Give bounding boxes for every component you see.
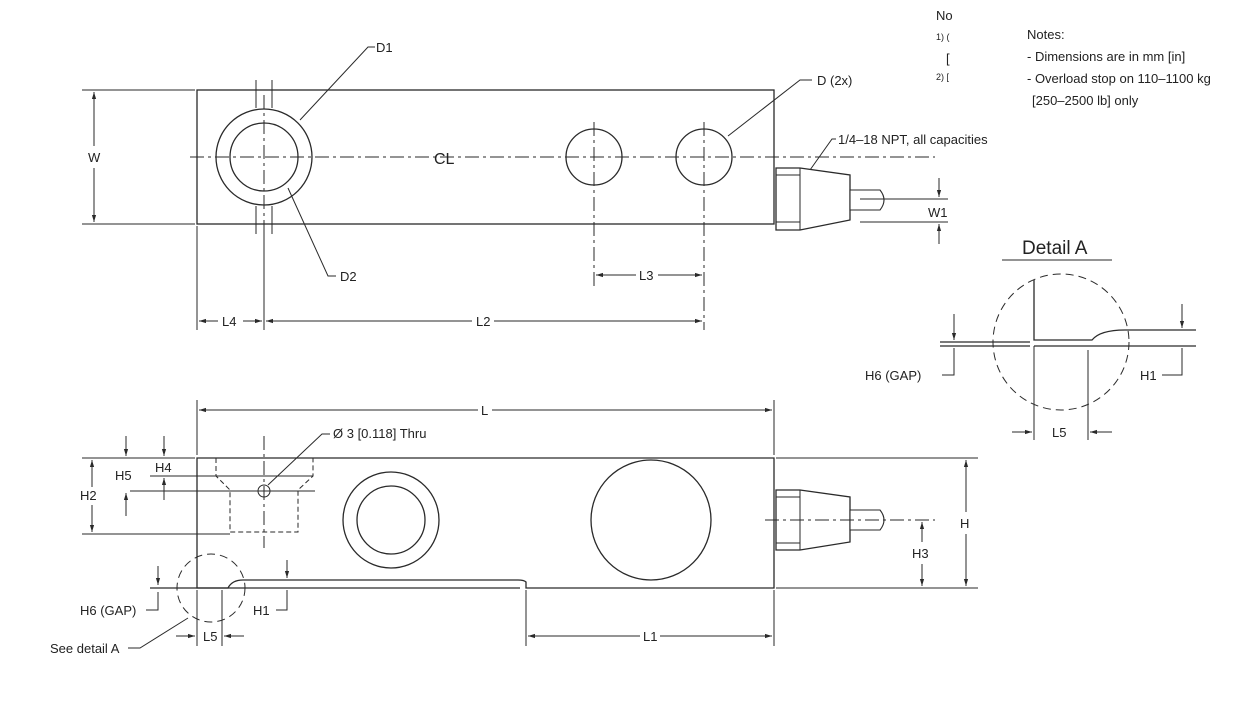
note-2-marker: 2) [ — [936, 72, 950, 82]
notes-block: No 1) ( [ 2) [ Notes: - Dimensions are i… — [936, 8, 1211, 108]
l3-label: L3 — [639, 268, 653, 283]
top-connector — [775, 167, 851, 231]
note-item-3: [250–2500 lb] only — [1032, 93, 1139, 108]
h-label: H — [960, 516, 969, 531]
notes-title: Notes: — [1027, 27, 1065, 42]
hole-leader — [267, 433, 330, 486]
l1-label: L1 — [643, 629, 657, 644]
h5-label: H5 — [115, 468, 132, 483]
side-h1-label: H1 — [253, 603, 270, 618]
detail-l5-label: L5 — [1052, 425, 1066, 440]
side-load-circle — [590, 459, 712, 581]
detail-a-callout-circle — [176, 553, 246, 623]
h1-leader — [1162, 348, 1183, 376]
w-label: W — [88, 150, 101, 165]
detail-h6-label: H6 (GAP) — [865, 368, 921, 383]
w1-label: W1 — [928, 205, 948, 220]
l2-label: L2 — [476, 314, 490, 329]
thru-hole — [257, 484, 271, 498]
l4-label: L4 — [222, 314, 236, 329]
detail-a-title: Detail A — [1022, 238, 1088, 259]
d2-leader — [287, 187, 336, 277]
h2-label: H2 — [80, 488, 97, 503]
side-l5-label: L5 — [203, 629, 217, 644]
side-view: L Ø 3 [0.118] Thru H2 H5 — [50, 400, 978, 656]
hole-label: Ø 3 [0.118] Thru — [333, 426, 426, 441]
npt-label: 1/4–18 NPT, all capacities — [838, 132, 988, 147]
d2-label: D2 — [340, 269, 357, 284]
d-2x-label: D (2x) — [817, 73, 852, 88]
h3-label: H3 — [912, 546, 929, 561]
side-h1-leader — [276, 590, 288, 611]
note-item-1: - Dimensions are in mm [in] — [1027, 49, 1185, 64]
h4-label: H4 — [155, 460, 172, 475]
h6-leader — [942, 348, 955, 376]
see-detail-label: See detail A — [50, 641, 120, 656]
d-2x-leader — [727, 79, 812, 137]
side-h6-label: H6 (GAP) — [80, 603, 136, 618]
side-view-body — [196, 457, 775, 589]
top-cable — [849, 189, 885, 211]
side-h6-leader — [146, 592, 159, 611]
note-item-2: - Overload stop on 110–1100 kg — [1027, 71, 1211, 86]
top-view: CL D1 D2 D (2x) 1/4–18 NPT, all capaciti… — [82, 40, 988, 330]
centerline-symbol: CL — [434, 151, 455, 168]
see-detail-leader — [128, 617, 189, 649]
detail-a-profile — [1033, 280, 1196, 341]
side-ring-outer — [342, 471, 440, 569]
detail-a: Detail A H6 (GAP) H1 L5 — [865, 238, 1196, 440]
note-1-marker: 1) ( — [936, 32, 950, 42]
detail-h1-label: H1 — [1140, 368, 1157, 383]
side-connector — [775, 489, 851, 551]
d1-leader — [299, 46, 375, 121]
l-label: L — [481, 403, 488, 418]
d1-label: D1 — [376, 40, 393, 55]
side-ring-inner — [356, 485, 426, 555]
note-1-cont: [ — [946, 51, 950, 66]
npt-leader — [809, 138, 836, 171]
notes-header-partial: No — [936, 8, 953, 23]
